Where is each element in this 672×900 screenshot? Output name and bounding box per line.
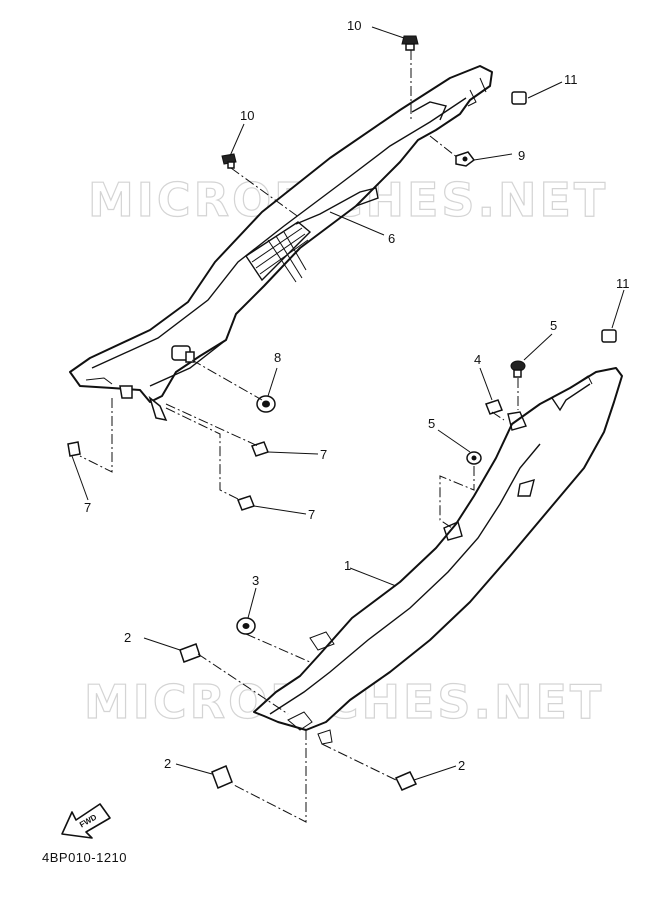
callout-10-top: 10: [347, 18, 361, 33]
leader-lines: [71, 26, 625, 781]
screw-5-upper: [510, 360, 526, 378]
nut-4: [485, 399, 503, 415]
screw-10-top: [401, 35, 419, 51]
upper-cover-grille: [245, 221, 312, 283]
callout-10-left: 10: [240, 108, 254, 123]
upper-cover-tab-left: [119, 385, 133, 399]
forward-arrow-icon: FWD: [61, 803, 111, 839]
screw-5-lower: [466, 451, 482, 465]
callout-7-left: 7: [84, 500, 91, 515]
callout-4: 4: [474, 352, 481, 367]
collar-upper-cover: [171, 345, 195, 363]
screw-10-left: [221, 153, 237, 169]
callout-5-upper: 5: [550, 318, 557, 333]
clip-11-right: [601, 329, 617, 343]
callout-11-right: 11: [616, 276, 630, 291]
pad-2-lower-right: [394, 771, 418, 791]
callout-2-upper: 2: [124, 630, 131, 645]
callout-6: 6: [388, 231, 395, 246]
assembly-lines: [79, 50, 519, 823]
nut-9: [455, 151, 476, 167]
pad-2-upper: [179, 643, 201, 663]
grommet-3: [236, 617, 256, 635]
upper-cover-tab-right: [148, 395, 168, 422]
callout-8: 8: [274, 350, 281, 365]
pad-2-lower-left: [211, 765, 233, 789]
side-cover-lower: [253, 367, 623, 745]
callout-7-right-upper: 7: [320, 447, 327, 462]
callout-2-lower-right: 2: [458, 758, 465, 773]
callout-7-right-lower: 7: [308, 507, 315, 522]
diagram-code: 4BP010-1210: [42, 850, 127, 865]
callout-5-lower: 5: [428, 416, 435, 431]
side-cover-upper: [69, 65, 493, 422]
callout-11-top: 11: [564, 72, 578, 87]
callout-3: 3: [252, 573, 259, 588]
callout-9: 9: [518, 148, 525, 163]
callout-1: 1: [344, 558, 351, 573]
clip-11-top: [511, 91, 527, 105]
pad-7-lower: [237, 495, 255, 511]
callout-2-lower-left: 2: [164, 756, 171, 771]
pad-7-left: [67, 441, 81, 457]
